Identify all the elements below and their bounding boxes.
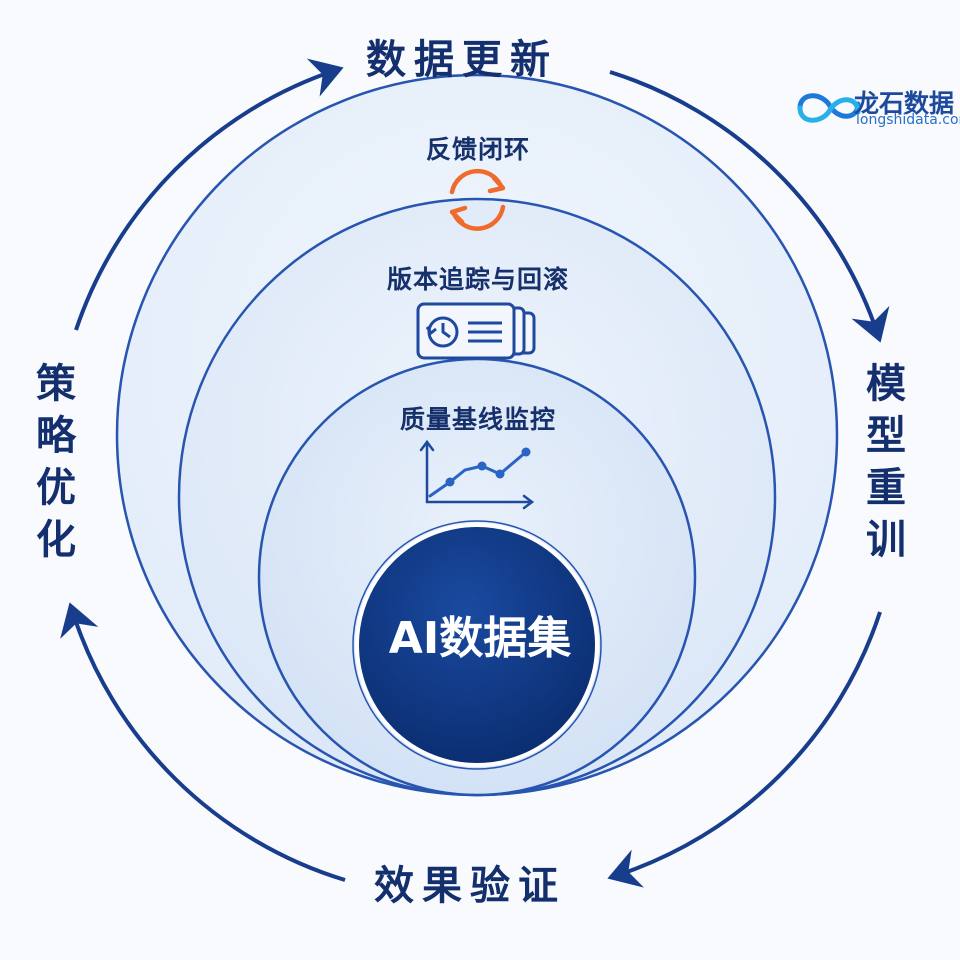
cycle-arrow-top-left [74, 58, 344, 331]
logo-url: longshidata.com [856, 112, 960, 128]
core-circle-outline [352, 520, 602, 770]
cycle-label-model-retrain: 模型重训 [859, 362, 905, 570]
version-history-icon [416, 302, 536, 360]
line-chart-icon [419, 439, 535, 510]
logo-name: 龙石数据 [854, 89, 955, 118]
cycle-arrow-bottom-left [60, 602, 346, 882]
logo-mark-icon [797, 93, 861, 123]
ring-label-quality-baseline: 质量基线监控 [399, 405, 557, 434]
cycle-label-effect-validation: 效果验证 [374, 863, 566, 909]
core-circle [355, 523, 599, 767]
ring-label-version-tracking: 版本追踪与回滚 [386, 265, 570, 294]
cycle-arrow-bottom-right [607, 611, 882, 888]
cycle-label-data-update: 数据更新 [366, 37, 558, 83]
core-label-ai-dataset: AI数据集 [388, 613, 572, 664]
cycle-label-strategy-optimize: 策略优化 [29, 362, 75, 570]
refresh-arrows-icon [449, 168, 506, 231]
brand-logo: 龙石数据 longshidata.com [792, 82, 960, 132]
cycle-arrow-top-right [609, 70, 890, 343]
ring-label-feedback-loop: 反馈闭环 [425, 135, 531, 164]
